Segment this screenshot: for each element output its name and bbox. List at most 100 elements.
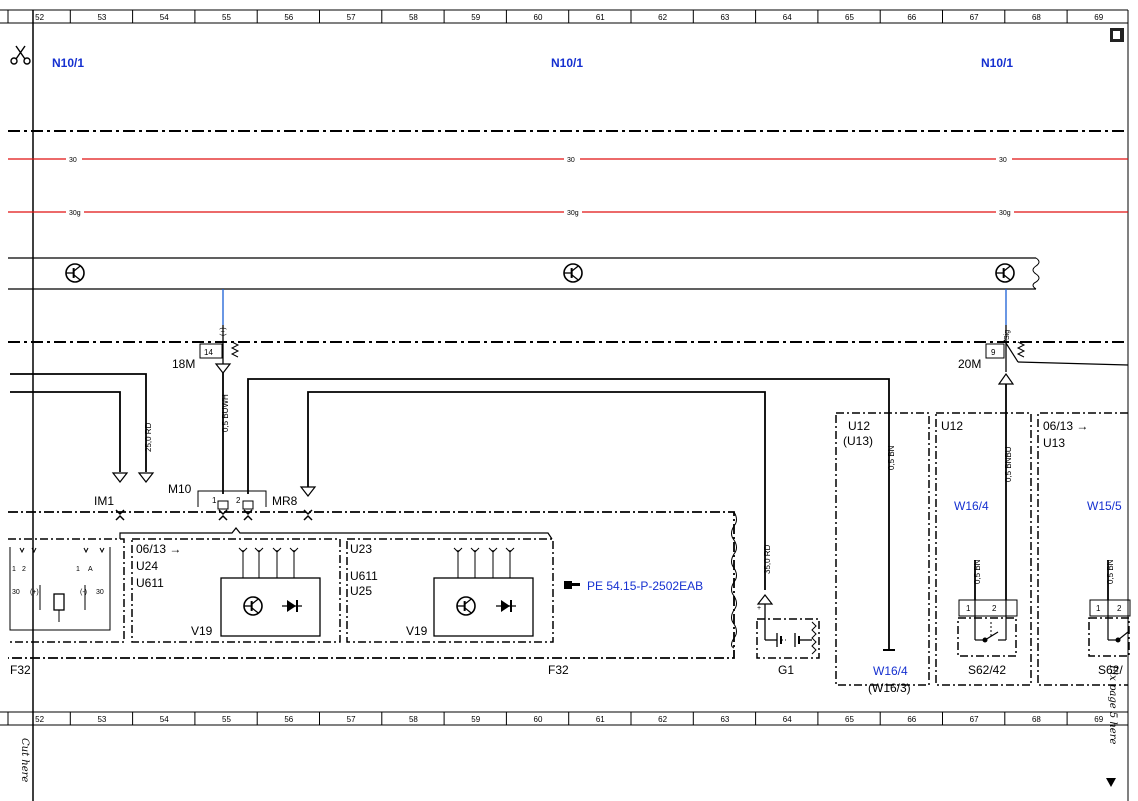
ruler-label: 65 — [845, 715, 854, 724]
label-f32-left: F32 — [10, 663, 31, 677]
ruler-label: 52 — [35, 13, 44, 22]
battery-plus: + — [757, 605, 761, 612]
ruler-label: 57 — [347, 13, 356, 22]
connector-label-18m: 18M — [172, 357, 195, 371]
wire-label-35-rd: 35,0 RD — [763, 544, 772, 574]
fuse-30-left: 30 — [12, 589, 20, 596]
svg-text:30: 30 — [69, 157, 77, 164]
label-u12-a: U12 — [848, 419, 870, 433]
ruler-label: 57 — [347, 715, 356, 724]
ruler-label: 61 — [596, 715, 605, 724]
ruler-label: 58 — [409, 13, 418, 22]
label-06-13-b: 06/13 → — [1043, 419, 1088, 433]
ruler-label: 59 — [471, 13, 480, 22]
ruler-label: 55 — [222, 715, 231, 724]
fix-page-note: Fix page 5 here — [1107, 664, 1118, 744]
ruler-label: 61 — [596, 13, 605, 22]
ruler-label: 68 — [1032, 715, 1041, 724]
fuse-30-right: 30 — [96, 589, 104, 596]
switch-right-pin-1: 1 — [1096, 604, 1101, 613]
label-w16-4-a: W16/4 — [873, 664, 908, 678]
ruler-label: 59 — [471, 715, 480, 724]
supply-line-30: 30 30 30 — [8, 154, 1128, 164]
svg-text:30: 30 — [567, 157, 575, 164]
svg-text:30g: 30g — [69, 210, 81, 217]
bus-band — [8, 257, 1040, 290]
svg-text:1: 1 — [212, 496, 217, 505]
label-mr8: MR8 — [272, 494, 298, 508]
connector-m10: 1 2 — [197, 490, 267, 510]
fuse-box-f32-outline — [8, 511, 735, 659]
switch-pin-2: 2 — [992, 604, 997, 613]
label-u12-b: U12 — [941, 419, 963, 433]
ruler-label: 67 — [970, 715, 979, 724]
module-u13-right — [1037, 412, 1128, 686]
ruler-label: 68 — [1032, 13, 1041, 22]
ruler-label: 67 — [970, 13, 979, 22]
cut-here-note: Cut here — [19, 738, 30, 782]
header-n10-1-center: N10/1 — [551, 56, 583, 70]
wire-label-0-5-buwh: 0,5 BUWH — [221, 394, 230, 432]
wiring — [10, 373, 1109, 650]
label-im1: IM1 — [94, 494, 114, 508]
transistor-icon — [563, 263, 583, 283]
connector-9: 9 Sig — [985, 325, 1129, 385]
ruler-label: 53 — [97, 13, 106, 22]
ruler-label: 54 — [160, 715, 169, 724]
battery-g1 — [756, 604, 820, 659]
label-f32-center: F32 — [548, 663, 569, 677]
ruler-label: 60 — [534, 715, 543, 724]
switch-right-pin-2: 2 — [1117, 604, 1122, 613]
hand-pointer-icon — [564, 581, 580, 589]
fuse-pin-2: 2 — [22, 566, 26, 573]
wire-label-25-rd: 25,0 RD — [144, 422, 153, 452]
scissors-icon — [10, 45, 31, 65]
switch-s62-right — [1088, 599, 1131, 657]
fuse-module-left — [8, 538, 125, 643]
svg-text:14: 14 — [204, 348, 213, 357]
label-u23: U23 — [350, 542, 372, 556]
fuse-plus: (+) — [30, 589, 39, 596]
ruler-label: 52 — [35, 715, 44, 724]
label-u13-b: U13 — [1043, 436, 1065, 450]
label-w16-3: (W16/3) — [868, 681, 911, 695]
switch-s62-42 — [957, 599, 1018, 657]
label-w15-5: W15/5 — [1087, 499, 1122, 513]
ruler-label: 66 — [907, 715, 916, 724]
arrow-down-icon — [1106, 778, 1116, 787]
module-u12-u13 — [835, 412, 930, 686]
label-v19-b: V19 — [406, 624, 428, 638]
fuse-pin-1b: 1 — [76, 566, 80, 573]
svg-text:Sig: Sig — [1004, 330, 1011, 340]
ruler-label: 58 — [409, 715, 418, 724]
label-u24: U24 — [136, 559, 158, 573]
transistor-icon — [995, 263, 1015, 283]
ruler-label: 55 — [222, 13, 231, 22]
supply-line-30g: 30g 30g 30g — [8, 207, 1128, 217]
transistor-icon — [456, 596, 476, 616]
header-n10-1-right: N10/1 — [981, 56, 1013, 70]
diode-icon — [282, 600, 302, 612]
wire-label-0-5-bn: 0,5 BN — [887, 445, 896, 470]
ruler-label: 63 — [720, 13, 729, 22]
ruler-label: 63 — [720, 715, 729, 724]
reference-link-pe[interactable]: PE 54.15-P-2502EAB — [587, 579, 703, 593]
ruler-label: 62 — [658, 715, 667, 724]
label-s62-42: S62/42 — [968, 663, 1006, 677]
label-w16-4-b: W16/4 — [954, 499, 989, 513]
ruler-label: 56 — [284, 715, 293, 724]
ruler-label: 54 — [160, 13, 169, 22]
connector-label-20m: 20M — [958, 357, 981, 371]
switch-pin-1: 1 — [966, 604, 971, 613]
module-u12-s62-42 — [935, 412, 1032, 686]
ruler-label: 66 — [907, 13, 916, 22]
label-u13-a: (U13) — [843, 434, 873, 448]
svg-text:30g: 30g — [999, 210, 1011, 217]
connector-14: 14 (+) — [199, 325, 240, 374]
ruler-label: 69 — [1094, 715, 1103, 724]
label-06-13-a: 06/13 → — [136, 542, 181, 556]
label-g1: G1 — [778, 663, 794, 677]
